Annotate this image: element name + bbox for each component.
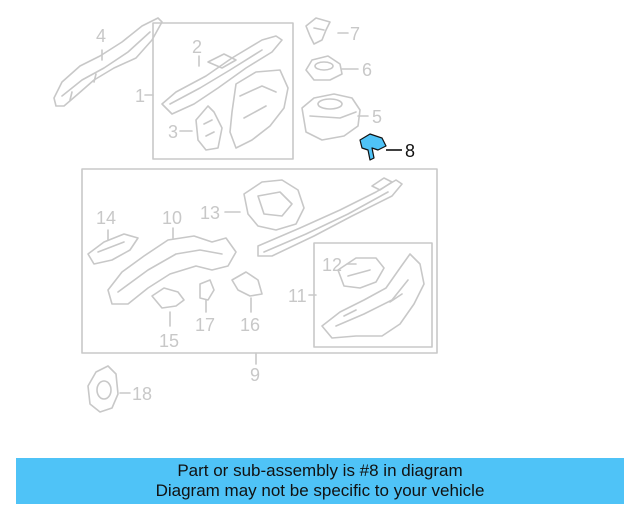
callout-11: 11 — [288, 286, 307, 306]
callout-14: 14 — [96, 208, 117, 228]
part-13-bracket — [243, 179, 305, 231]
banner-line-1: Part or sub-assembly is #8 in diagram — [177, 461, 463, 480]
part-3-plate — [195, 105, 223, 151]
callout-10: 10 — [162, 208, 183, 228]
callout-1: 1 — [135, 86, 146, 106]
info-banner: Part or sub-assembly is #8 in diagram Di… — [16, 458, 624, 504]
group-box-9 — [81, 168, 438, 354]
parts-diagram — [53, 17, 438, 413]
part-4-pillar — [53, 17, 163, 107]
part-2-rail — [161, 35, 283, 115]
part-14 — [87, 233, 139, 265]
callout-6: 6 — [362, 60, 373, 80]
callout-9: 9 — [250, 365, 261, 385]
part-8-highlight — [359, 133, 387, 161]
part-16 — [231, 271, 263, 297]
part-15 — [151, 287, 185, 309]
callout-12: 12 — [322, 255, 343, 275]
part-11-assembly — [321, 253, 425, 339]
callout-15: 15 — [159, 331, 180, 351]
callout-13: 13 — [200, 203, 221, 223]
callout-8: 8 — [405, 141, 416, 161]
callout-2: 2 — [192, 37, 203, 57]
callout-5: 5 — [372, 107, 383, 127]
callout-4: 4 — [96, 26, 107, 46]
part-18 — [87, 365, 119, 413]
part-7-clip — [305, 17, 331, 45]
part-6-mount — [305, 55, 343, 81]
group-box-1 — [152, 22, 294, 160]
part-2-bracket — [229, 69, 289, 149]
callout-3: 3 — [168, 122, 179, 142]
part-9-long-rail — [257, 179, 403, 257]
callout-16: 16 — [240, 315, 261, 335]
callout-18: 18 — [132, 384, 153, 404]
part-5-cap — [301, 93, 361, 141]
part-17 — [199, 279, 215, 301]
banner-line-2: Diagram may not be specific to your vehi… — [155, 481, 485, 500]
callout-17: 17 — [195, 315, 216, 335]
callout-7: 7 — [350, 24, 361, 44]
part-12 — [337, 257, 385, 289]
part-10-rail — [107, 235, 237, 305]
